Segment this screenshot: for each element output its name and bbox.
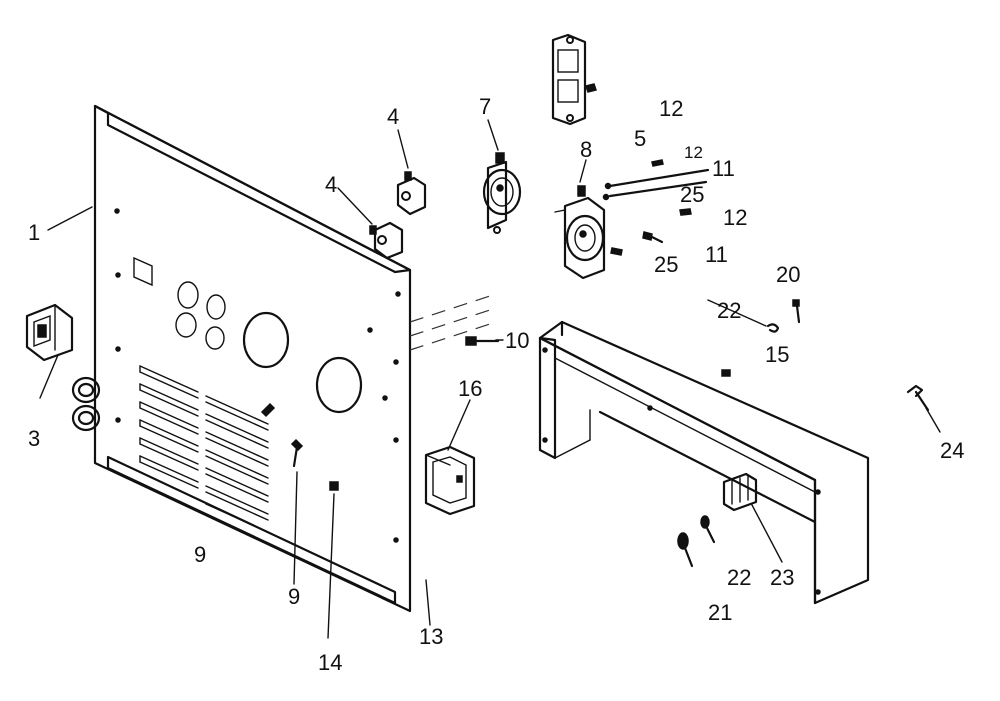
grommets	[71, 376, 101, 432]
louvers	[139, 365, 269, 533]
clip-part-4-lower	[369, 221, 404, 260]
callout-25-upper: 25	[680, 182, 704, 207]
terminal-block-part-23	[722, 472, 758, 512]
hardware-15-20	[766, 299, 801, 333]
callout-23: 23	[770, 565, 794, 590]
wires-and-screws	[602, 159, 710, 256]
callout-3: 3	[28, 426, 40, 451]
callout-labels: 1 3 4 4 5 7 8 9 9 10 11 11 12 12 12 13 1…	[28, 94, 964, 675]
square-cutout	[133, 256, 153, 287]
callout-4-lower: 4	[325, 172, 337, 197]
large-cutout-left	[242, 311, 290, 369]
switch-part-3	[25, 303, 74, 362]
callout-1: 1	[28, 220, 40, 245]
rear-housing	[538, 320, 870, 605]
callout-10: 10	[505, 328, 529, 353]
front-panel	[93, 104, 412, 613]
meter-part-16	[424, 445, 476, 516]
callout-5: 5	[634, 126, 646, 151]
panel-holes	[114, 208, 401, 543]
screw-part-10	[465, 336, 500, 346]
leader-lines	[39, 119, 941, 639]
callout-25-lower: 25	[654, 252, 678, 277]
callout-12-top: 12	[659, 96, 683, 121]
callout-12-right: 12	[723, 205, 747, 230]
callout-11-upper: 11	[712, 156, 735, 181]
callout-16: 16	[458, 376, 482, 401]
callout-4-upper: 4	[387, 104, 399, 129]
receptacle-part-8	[554, 185, 606, 280]
callout-9-right: 9	[288, 584, 300, 609]
callout-14: 14	[318, 650, 342, 675]
clip-part-4-upper	[396, 171, 427, 216]
callout-15: 15	[765, 342, 789, 367]
callout-22-upper: 22	[717, 298, 741, 323]
large-cutout-right	[315, 356, 363, 414]
callout-21: 21	[708, 600, 732, 625]
callout-12-small: 12	[684, 143, 703, 162]
callout-22-lower: 22	[727, 565, 751, 590]
callout-9-left: 9	[194, 542, 206, 567]
callout-7: 7	[479, 94, 491, 119]
callout-11-lower: 11	[705, 242, 728, 267]
callout-8: 8	[580, 137, 592, 162]
callout-24: 24	[940, 438, 964, 463]
screw-part-24	[906, 384, 930, 412]
receptacle-part-7	[482, 152, 522, 234]
callout-13: 13	[419, 624, 443, 649]
callout-20: 20	[776, 262, 800, 287]
screws-21-22	[677, 515, 716, 568]
duplex-receptacle-part-5	[551, 33, 597, 126]
assembly-guide-lines	[409, 295, 491, 351]
